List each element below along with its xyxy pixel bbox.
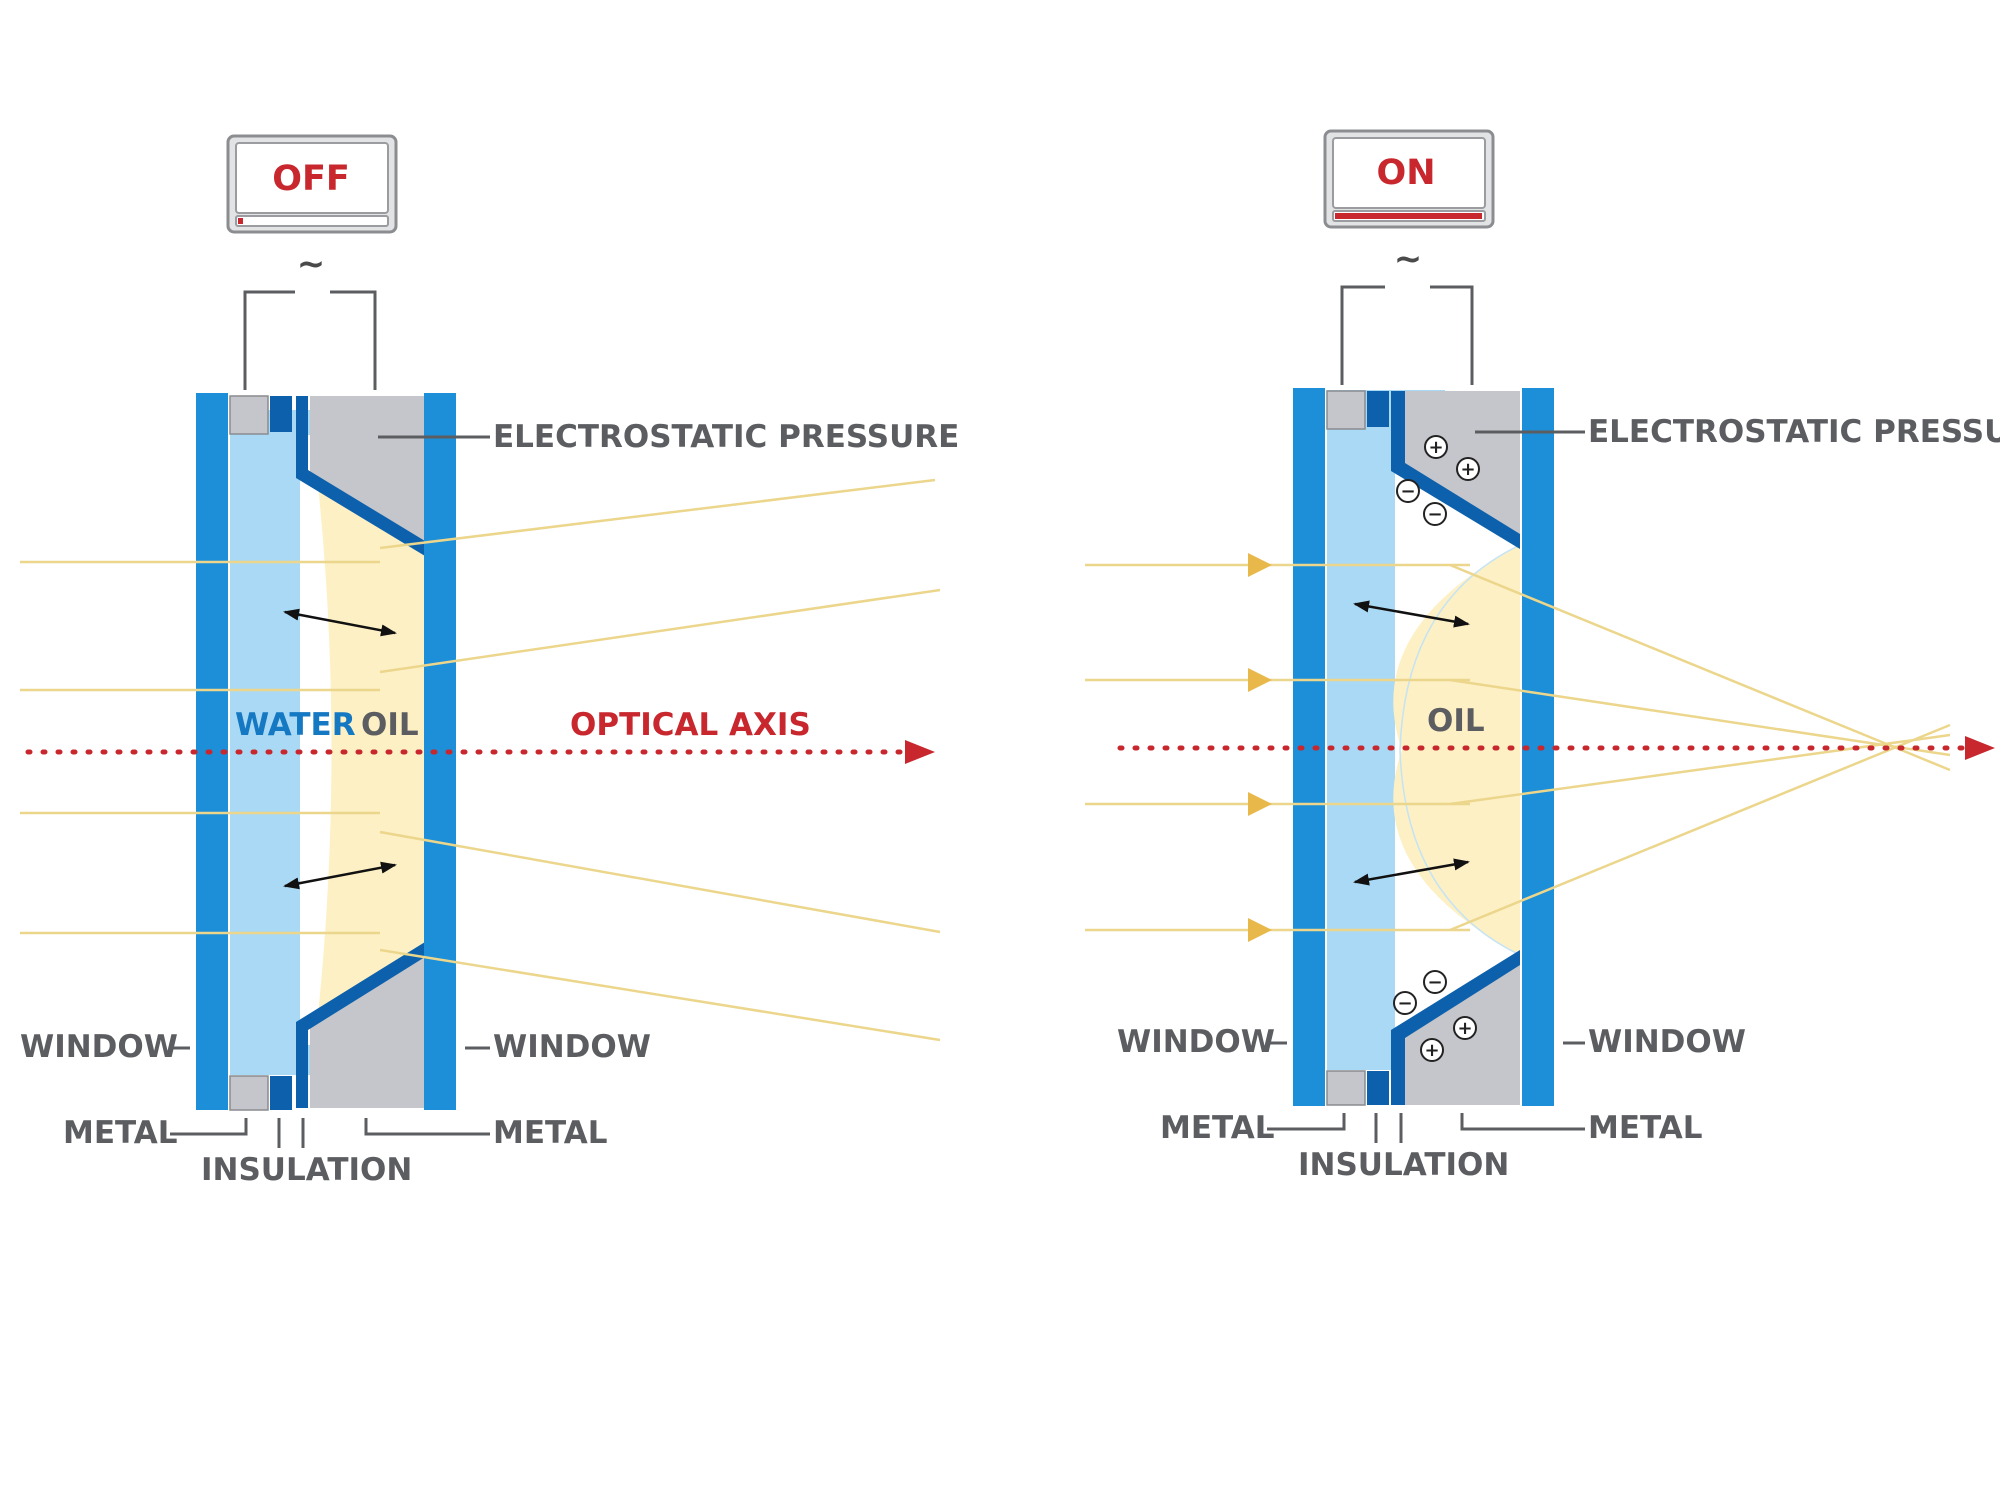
on-incoming-rays [1085, 553, 1470, 942]
on-indicator [1335, 213, 1482, 219]
metal-top [310, 396, 425, 548]
minus-charge-icon: − [1396, 479, 1420, 503]
plus-charge-icon: + [1456, 457, 1480, 481]
on-metal-left-label: METAL [1160, 1110, 1275, 1146]
off-panel: OFF ~ [20, 134, 959, 1188]
off-electrostatic-pressure-label: ELECTROSTATIC PRESSURE [493, 419, 959, 455]
water-region [230, 410, 345, 1075]
on-electrostatic-pressure-label: ELECTROSTATIC PRESSURE [1588, 414, 2000, 450]
on-pressure-arrow-bottom [1353, 858, 1470, 886]
on-pressure-arrow-top [1353, 600, 1470, 628]
minus-charge-icon: − [1423, 970, 1447, 994]
on-window-left-label: WINDOW [1117, 1024, 1275, 1060]
on-metal-small-top [1326, 390, 1366, 430]
on-oil-label: OIL [1427, 703, 1485, 739]
on-converging-rays [1449, 563, 1951, 932]
supply-wire [243, 290, 377, 390]
svg-text:−: − [1397, 993, 1412, 1014]
on-charges: + + − − − − + + [1393, 435, 1480, 1062]
off-insulation-label: INSULATION [201, 1152, 412, 1188]
off-pressure-arrow-top [283, 608, 397, 637]
insulation-top-slope [296, 396, 425, 556]
svg-text:−: − [1400, 481, 1415, 502]
on-supply-wire [1340, 285, 1474, 385]
on-metal-left-leader [1267, 1113, 1346, 1131]
off-metal-right-leader [364, 1118, 490, 1136]
on-insulation-top [1367, 391, 1389, 427]
on-meniscus [1399, 544, 1521, 956]
minus-charge-icon: − [1393, 991, 1417, 1015]
svg-text:−: − [1427, 504, 1442, 525]
off-axis-arrowhead [905, 740, 935, 764]
off-metal-right-label: METAL [493, 1115, 608, 1151]
off-switch-label: OFF [272, 159, 350, 199]
on-metal-right-leader [1460, 1113, 1585, 1131]
off-switch[interactable]: OFF [226, 134, 398, 234]
off-pressure-arrow-bottom [283, 861, 397, 890]
svg-text:+: + [1460, 459, 1475, 480]
on-panel: ON ~ [1085, 129, 2000, 1183]
on-insulation-top-slope [1391, 391, 1520, 549]
metal-bottom [310, 952, 425, 1108]
on-switch-label: ON [1376, 153, 1435, 193]
water-label: WATER [235, 707, 356, 743]
off-metal-left-leader [170, 1118, 248, 1136]
on-insulation-label: INSULATION [1298, 1147, 1509, 1183]
plus-charge-icon: + [1420, 1038, 1444, 1062]
off-oil-label: OIL [361, 707, 419, 743]
metal-small-top [229, 395, 269, 435]
svg-text:+: + [1428, 437, 1443, 458]
insulation-bottom-slope [296, 942, 425, 1108]
off-rays [20, 478, 941, 1042]
insulation-top [270, 396, 292, 432]
off-indicator [238, 218, 243, 224]
insulation-bottom [270, 1076, 292, 1110]
on-water-region [1327, 390, 1445, 1070]
on-metal-right-label: METAL [1588, 1110, 1703, 1146]
optical-axis-label: OPTICAL AXIS [570, 707, 811, 743]
metal-small-bottom [229, 1075, 269, 1111]
minus-charge-icon: − [1423, 502, 1447, 526]
on-insulation-bottom-slope [1391, 950, 1520, 1105]
on-oil-region [1393, 545, 1520, 955]
on-axis-arrowhead [1965, 736, 1995, 760]
on-window-right-label: WINDOW [1588, 1024, 1746, 1060]
svg-text:+: + [1424, 1040, 1439, 1061]
off-window-left-label: WINDOW [20, 1029, 178, 1065]
svg-text:+: + [1457, 1018, 1472, 1039]
on-ac-supply-symbol: ~ [1394, 239, 1423, 279]
on-switch[interactable]: ON [1323, 129, 1495, 229]
ac-supply-symbol: ~ [297, 244, 326, 284]
plus-charge-icon: + [1453, 1016, 1477, 1040]
svg-text:−: − [1427, 972, 1442, 993]
off-window-right-label: WINDOW [493, 1029, 651, 1065]
plus-charge-icon: + [1424, 435, 1448, 459]
on-insulation-bottom [1367, 1071, 1389, 1105]
off-metal-left-label: METAL [63, 1115, 178, 1151]
on-metal-small-bottom [1326, 1070, 1366, 1106]
